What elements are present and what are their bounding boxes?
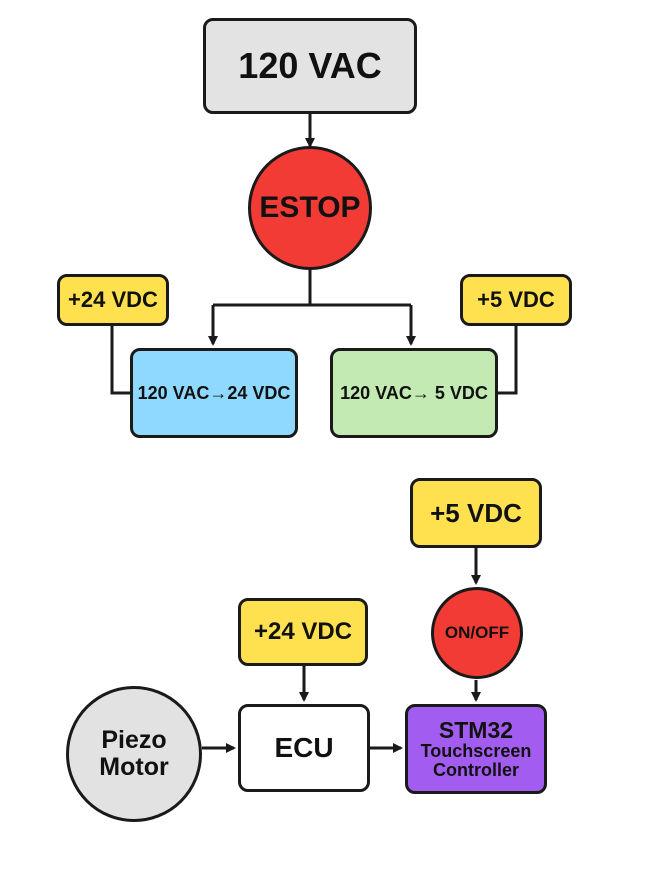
converter-24vdc-box: 120 VAC→24 VDC (130, 348, 298, 438)
stm32-controller-box: STM32 Touchscreen Controller (405, 704, 547, 794)
label-24vdc-box: +24 VDC (57, 274, 169, 326)
line-24v-label (110, 326, 130, 395)
label-5vdc-box: +5 VDC (460, 274, 572, 326)
on-off-circle: ON/OFF (431, 587, 523, 679)
label-5vdc-text: +5 VDC (477, 287, 555, 312)
supply-24vdc-box: +24 VDC (238, 598, 368, 666)
converter-5vdc-box: 120 VAC→ 5 VDC (330, 348, 498, 438)
converter-5vdc-label: 120 VAC→ 5 VDC (340, 382, 488, 403)
ecu-label: ECU (274, 732, 334, 763)
stm32-label-line1: STM32 (438, 717, 514, 744)
estop-label: ESTOP (259, 191, 361, 224)
supply-5vdc-text: +5 VDC (430, 497, 522, 528)
converter-24vdc-label: 120 VAC→24 VDC (137, 382, 291, 403)
piezo-label-line1: Piezo (101, 725, 167, 754)
source-label: 120 VAC (238, 45, 382, 86)
label-24vdc-text: +24 VDC (68, 287, 158, 312)
piezo-motor-circle: Piezo Motor (66, 686, 202, 822)
supply-5vdc-box: +5 VDC (410, 478, 542, 548)
piezo-label-line2: Motor (99, 753, 169, 781)
line-5v-label (498, 326, 518, 395)
supply-24vdc-text: +24 VDC (253, 618, 353, 645)
on-off-label: ON/OFF (444, 623, 510, 642)
estop-circle: ESTOP (248, 146, 372, 270)
stm32-label-line3: Controller (432, 760, 519, 781)
source-120vac-box: 120 VAC (203, 18, 417, 114)
stm32-label-line2: Touchscreen (420, 741, 532, 762)
ecu-box: ECU (238, 704, 370, 792)
